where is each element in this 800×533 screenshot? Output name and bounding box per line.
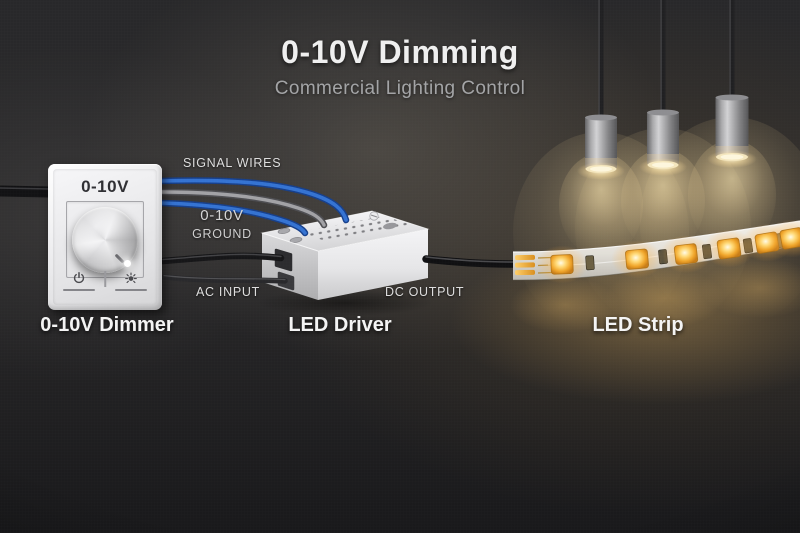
dc-output-wire [422, 255, 521, 268]
header: 0-10V Dimming Commercial Lighting Contro… [0, 0, 800, 100]
dimmer-brightness-slot [105, 271, 157, 291]
label-signal-ground: GROUND [192, 227, 252, 241]
label-dc-output: DC OUTPUT [385, 285, 465, 299]
knob-indicator-notch [114, 253, 124, 264]
led-chip [550, 254, 574, 275]
label-ac-input: AC INPUT [196, 285, 260, 299]
wall-cable [0, 185, 51, 198]
dimmer-plate-face: 0-10V [53, 169, 157, 305]
label-signal-wires: SIGNAL WIRES [183, 156, 282, 170]
dimmer-knob-frame [66, 201, 144, 278]
dimmer-plate-label: 0-10V [81, 177, 129, 196]
dimmer-plate: 0-10V [48, 164, 162, 310]
led-chip [779, 227, 800, 250]
page-subtitle: Commercial Lighting Control [274, 78, 526, 99]
power-icon-underline [63, 289, 95, 291]
caption-strip: LED Strip [592, 314, 684, 336]
brightness-icon [125, 272, 137, 284]
dimmer-knob [72, 206, 138, 273]
page-title: 0-10V Dimming [281, 34, 519, 70]
knob-indicator-dot [124, 259, 132, 267]
led-driver-box [257, 210, 433, 316]
brightness-icon-underline [115, 289, 147, 291]
caption-driver: LED Driver [288, 314, 392, 336]
caption-dimmer: 0-10V Dimmer [40, 314, 174, 336]
label-signal-voltage: 0-10V [200, 207, 244, 224]
dimmer-power-slot [53, 271, 105, 291]
led-chip [716, 237, 742, 260]
led-chip [625, 248, 649, 270]
led-chip [673, 243, 699, 265]
power-icon [73, 271, 85, 284]
